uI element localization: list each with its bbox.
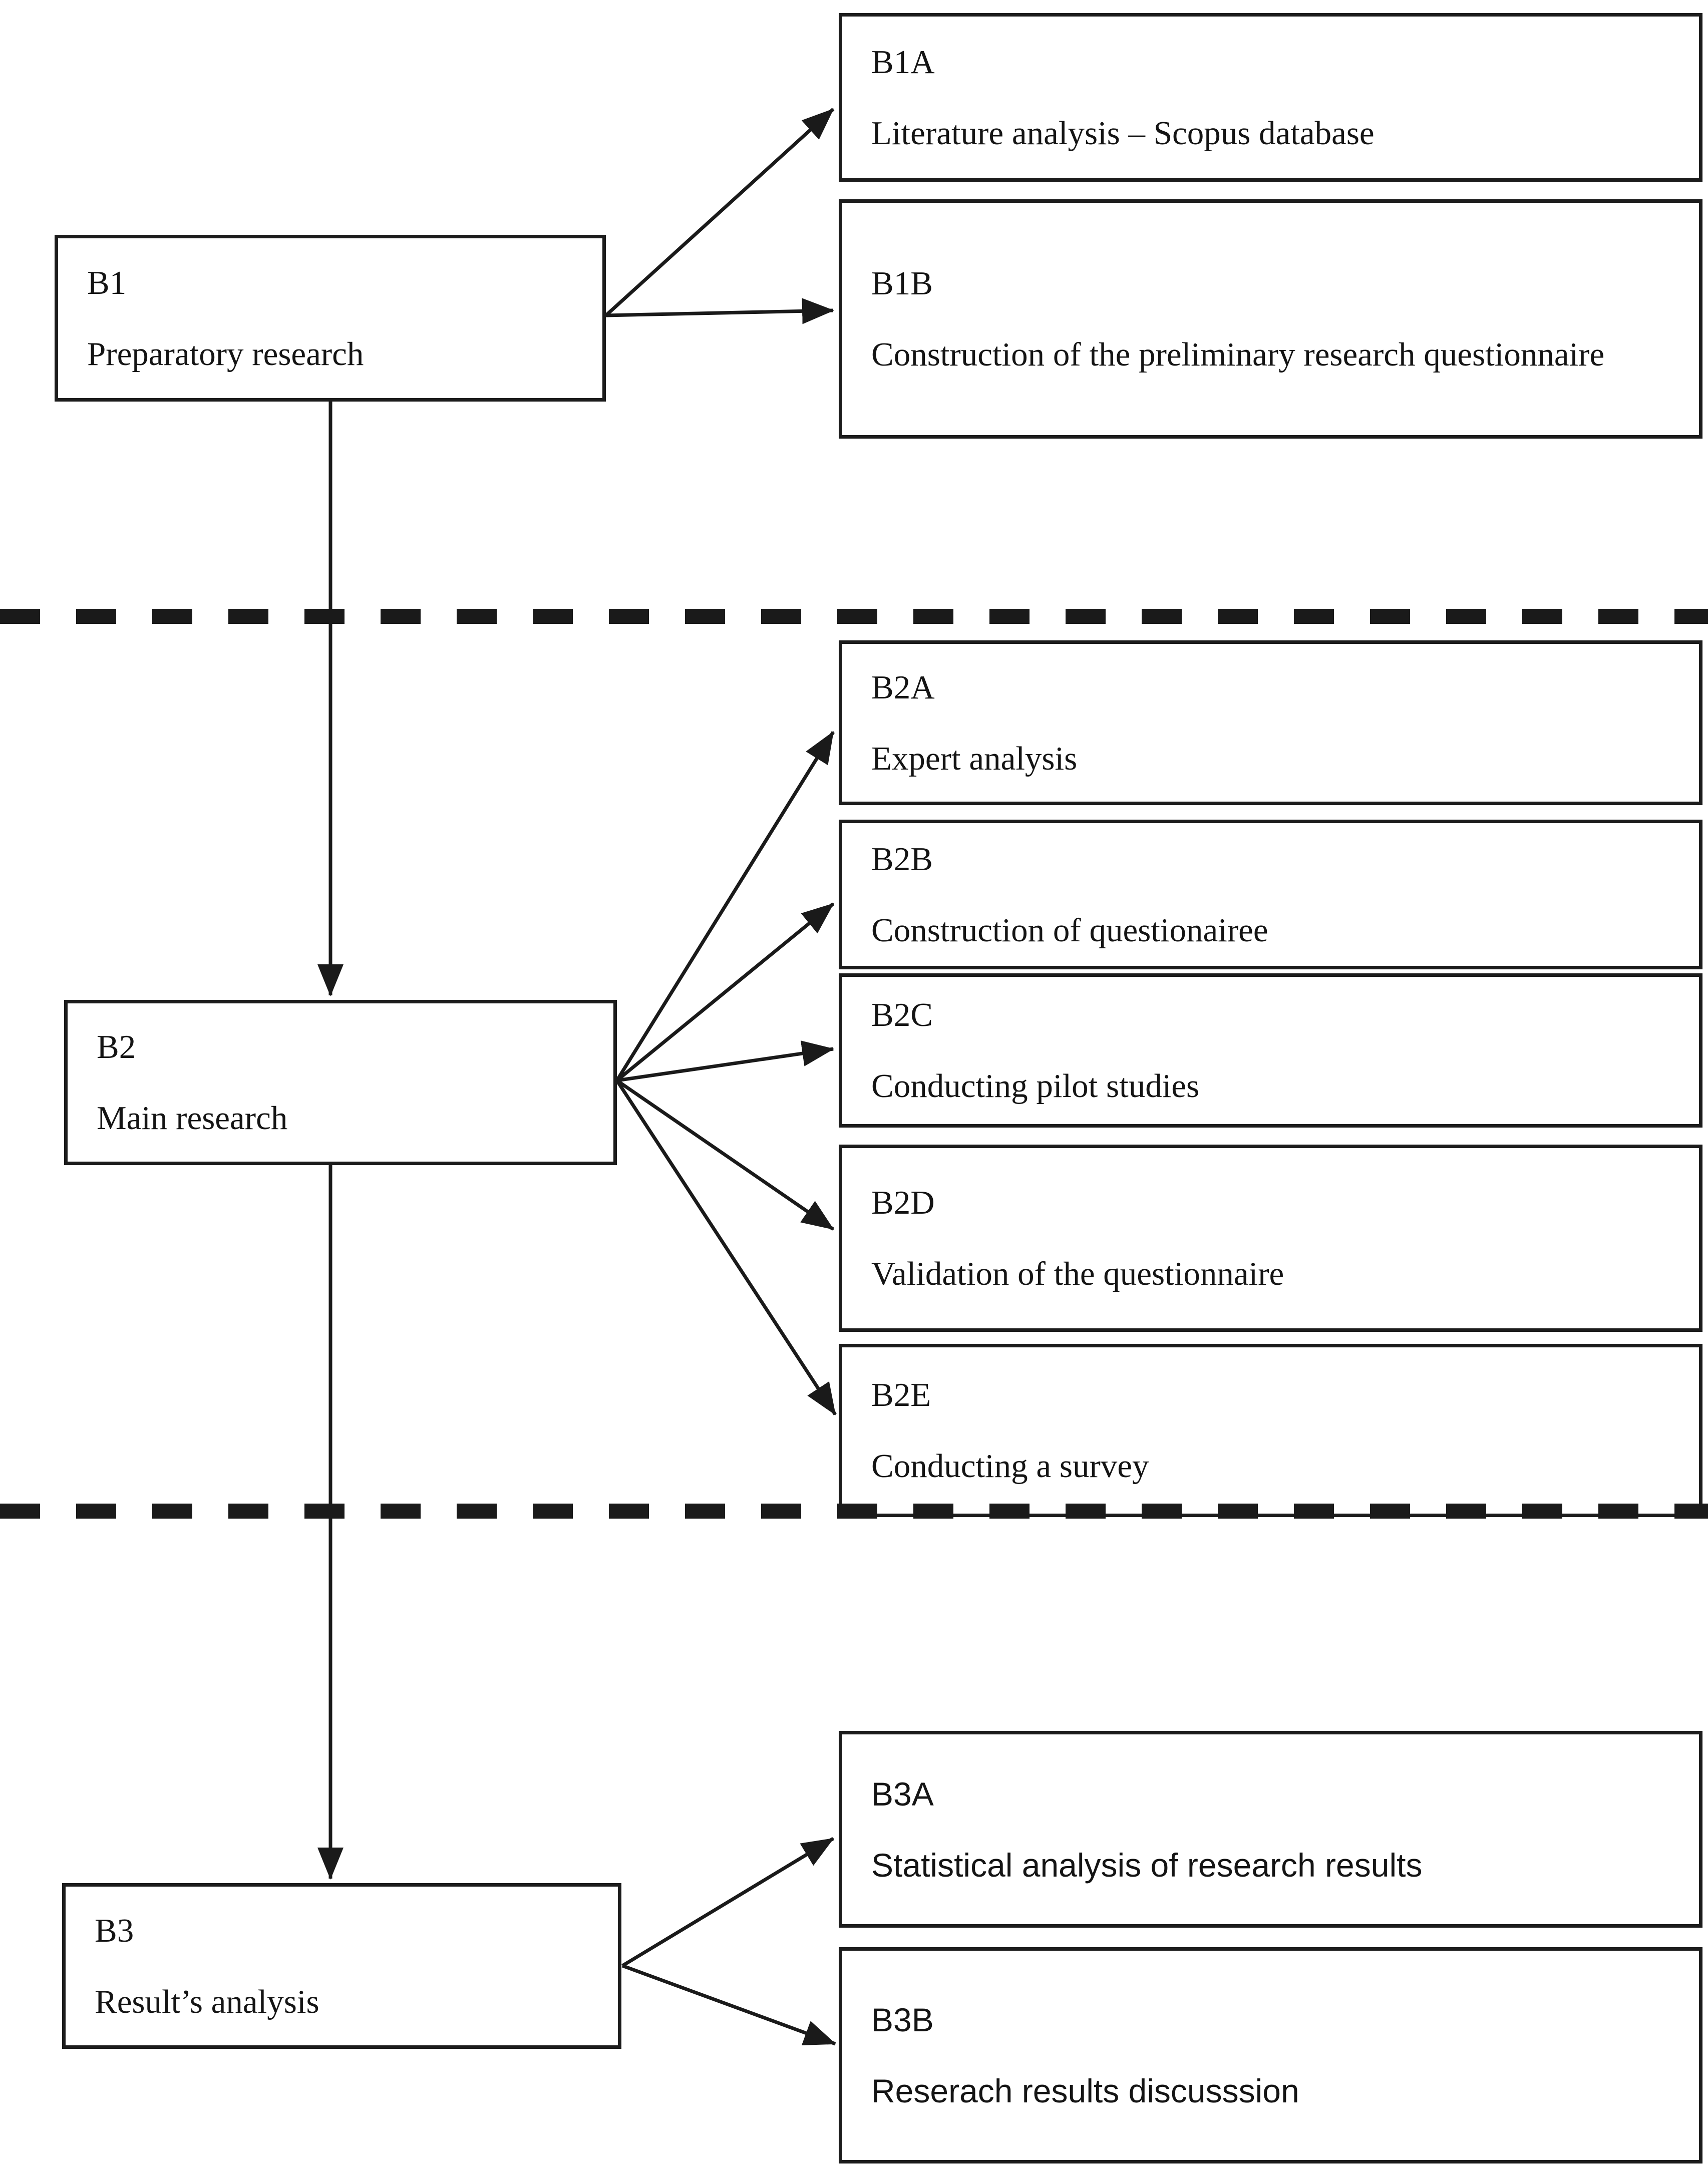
node-b2d-validation: B2D Validation of the questionnaire — [839, 1145, 1702, 1332]
node-desc: Result’s analysis — [95, 1983, 319, 2020]
node-desc: Expert analysis — [871, 740, 1078, 777]
node-label: B2C — [871, 996, 933, 1033]
node-desc: Conducting pilot studies — [871, 1067, 1200, 1105]
node-label: B3B — [871, 2001, 934, 2038]
node-label: B2 — [97, 1028, 136, 1065]
node-label: B1A — [871, 43, 935, 81]
node-desc: Literature analysis – Scopus database — [871, 114, 1375, 152]
node-b2a-expert-analysis: B2A Expert analysis — [839, 640, 1702, 805]
node-b3-results-analysis: B3 Result’s analysis — [62, 1883, 621, 2049]
node-desc: Statistical analysis of research results — [871, 1846, 1423, 1884]
arrow-b1-to-b1a — [604, 108, 835, 317]
node-label: B3A — [871, 1775, 934, 1813]
node-label: B1 — [87, 264, 127, 301]
node-label: B2B — [871, 840, 933, 878]
node-b1-preparatory-research: B1 Preparatory research — [55, 235, 606, 402]
node-desc: Preparatory research — [87, 335, 364, 373]
arrow-b2-to-b2a — [615, 731, 835, 1081]
node-b3a-statistical-analysis: B3A Statistical analysis of research res… — [839, 1731, 1702, 1928]
node-desc: Construction of the preliminary research… — [871, 336, 1605, 373]
arrow-b2-to-b2c — [616, 1040, 834, 1082]
arrow-b2-to-b2e — [615, 1079, 837, 1415]
node-label: B3 — [95, 1912, 134, 1949]
arrow-b2-to-b2b — [615, 902, 835, 1082]
node-desc: Reserach results discusssion — [871, 2072, 1299, 2109]
node-desc: Conducting a survey — [871, 1448, 1149, 1485]
node-desc: Main research — [97, 1100, 288, 1137]
node-label: B2A — [871, 668, 935, 706]
node-b3b-results-discussion: B3B Reserach results discusssion — [839, 1947, 1702, 2163]
node-b1a-literature-analysis: B1A Literature analysis – Scopus databas… — [839, 13, 1702, 182]
node-b2e-survey: B2E Conducting a survey — [839, 1344, 1702, 1517]
node-desc: Validation of the questionnaire — [871, 1255, 1284, 1292]
node-desc: Construction of questionairee — [871, 911, 1268, 949]
node-label: B2D — [871, 1184, 935, 1221]
arrow-b3-to-b3a — [621, 1837, 834, 1967]
arrow-b2-to-b2d — [616, 1079, 834, 1231]
arrow-b1-to-b1b — [605, 298, 834, 324]
node-b1b-preliminary-questionnaire: B1B Construction of the preliminary rese… — [839, 199, 1702, 439]
node-label: B2E — [871, 1376, 931, 1413]
node-b2-main-research: B2 Main research — [64, 1000, 617, 1165]
arrow-b3-to-b3b — [621, 1964, 836, 2046]
node-b2b-construction-of-questionnaire: B2B Construction of questionairee — [839, 820, 1702, 969]
node-b2c-pilot-studies: B2C Conducting pilot studies — [839, 973, 1702, 1128]
node-label: B1B — [871, 265, 933, 302]
